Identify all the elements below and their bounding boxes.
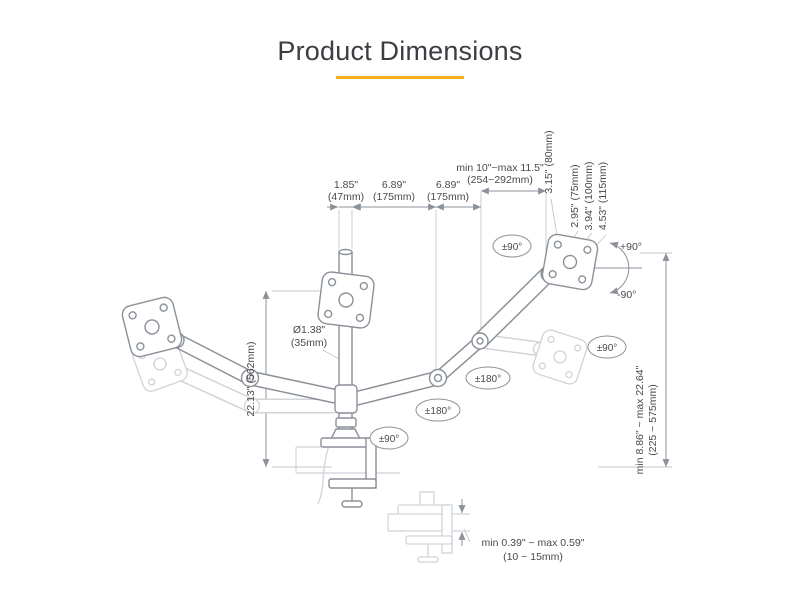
dim-vesa75: 2.95" (75mm) <box>569 164 581 227</box>
rotation-badge-base: ±90° <box>369 426 409 450</box>
page-header: Product Dimensions <box>0 36 800 79</box>
tilt-down-label: -90° <box>617 289 636 301</box>
dim-vesa100: 3.94" (100mm) <box>583 161 595 230</box>
dim-pole-width-in: 1.85" <box>334 179 358 191</box>
dim-arm1-mm: (175mm) <box>373 191 415 203</box>
dim-arm1-in: 6.89" <box>382 179 406 191</box>
arm-collar <box>334 384 358 414</box>
dim-extension-mm: (254~292mm) <box>467 174 533 186</box>
dimension-labels: 1.85" (47mm) 6.89" (175mm) 6.89" (175mm)… <box>245 130 659 563</box>
ghost-vesa-plate-right <box>532 329 588 385</box>
dim-plate-size: 4.53" (115mm) <box>597 162 609 230</box>
extension-lines <box>272 192 672 543</box>
swivel-upper-label: ±180° <box>475 374 501 385</box>
vesa-plate-top <box>317 271 375 329</box>
dim-height-range-in: min 8.86" ~ max 22.64" <box>634 365 646 474</box>
left-arm <box>121 296 342 404</box>
dim-pole-width-mm: (47mm) <box>328 191 364 203</box>
dim-pole-diameter-in: Ø1.38" <box>293 324 326 336</box>
ghost-clamp-detail <box>387 491 470 563</box>
ghost-left-arm <box>132 336 342 415</box>
dim-pole-diameter-mm: (35mm) <box>291 337 327 349</box>
rotation-badge-plate-right: ±90° <box>587 335 627 359</box>
dimension-lines <box>262 187 670 546</box>
vesa-plate-left <box>121 296 183 358</box>
dim-extension-in: min 10"~max 11.5" <box>456 162 544 174</box>
dim-pole-height: 22.13" (562mm) <box>245 342 257 417</box>
dim-arm2-in: 6.89" <box>436 179 460 191</box>
page-title: Product Dimensions <box>277 36 523 66</box>
dim-clamp-range-in: min 0.39" ~ max 0.59" <box>482 537 585 549</box>
arm-rotation-label: ±90° <box>502 242 523 253</box>
title-underline <box>336 76 464 79</box>
dim-arm2-mm: (175mm) <box>427 191 469 203</box>
rotation-badge-swivel-lower: ±180° <box>415 398 461 422</box>
rotation-badge-swivel-upper: ±180° <box>465 366 511 390</box>
tilt-up-label: +90° <box>620 241 642 253</box>
rotation-badge-arm-top: ±90° <box>492 234 532 258</box>
vesa-plate-right <box>541 233 599 291</box>
base-rotation-label: ±90° <box>379 434 400 445</box>
desk-clamp <box>295 437 400 508</box>
dim-plate-depth: 3.15" (80mm) <box>543 130 555 193</box>
plate-rotation-label: ±90° <box>597 343 618 354</box>
dim-clamp-range-mm: (10 ~ 15mm) <box>503 551 563 563</box>
right-arm <box>350 233 599 406</box>
swivel-lower-label: ±180° <box>425 406 451 417</box>
dim-height-range-mm: (225 ~ 575mm) <box>647 384 659 456</box>
